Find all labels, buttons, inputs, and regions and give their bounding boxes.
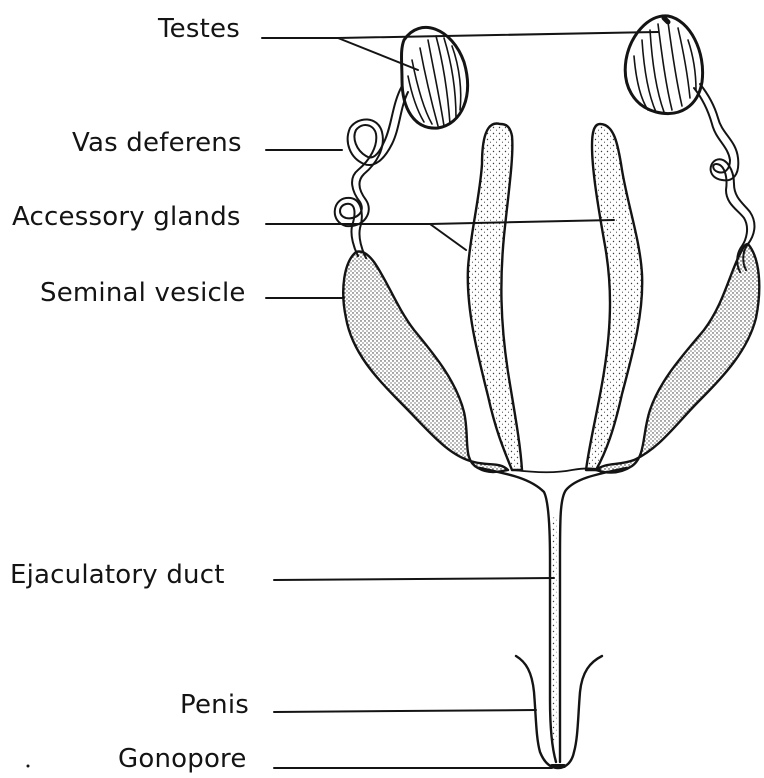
ejaculatory-duct-leader	[274, 578, 554, 580]
ejaculatory-duct	[480, 468, 626, 762]
left-vas-deferens	[335, 86, 408, 258]
accessory-glands-leader	[266, 220, 614, 250]
label-penis: Penis	[180, 690, 249, 720]
right-testis	[625, 16, 702, 114]
label-seminal-vesicle: Seminal vesicle	[40, 278, 246, 308]
label-accessory-glands: Accessory glands	[12, 202, 241, 232]
label-testes: Testes	[158, 14, 240, 44]
label-gonopore: Gonopore	[118, 744, 247, 774]
label-vas-deferens: Vas deferens	[72, 128, 242, 158]
right-accessory-gland	[586, 124, 642, 470]
left-testis	[402, 27, 468, 128]
speck	[27, 765, 30, 768]
label-ejaculatory-duct: Ejaculatory duct	[10, 560, 225, 590]
penis-leader	[274, 710, 536, 712]
left-accessory-gland	[468, 123, 522, 470]
